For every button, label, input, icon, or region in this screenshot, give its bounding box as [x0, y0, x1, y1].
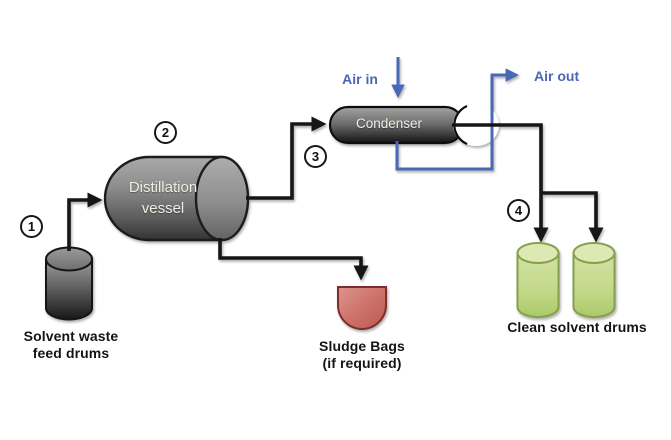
distillation-vessel-label-line2: vessel [141, 200, 185, 217]
sludge-bags-caption: Sludge Bags (if required) [292, 338, 432, 371]
air-in-label: Air in [342, 71, 378, 87]
distillation-vessel-label-line1: Distillation [128, 179, 198, 196]
sludge-bag-shape [337, 286, 387, 330]
condenser-label: Condenser [355, 116, 423, 131]
feed-to-vessel-arrow [67, 192, 103, 251]
step-4-badge: 4 [507, 199, 530, 222]
air-flow-connectors [391, 57, 520, 171]
branch-to-right-drum-arrow [541, 191, 604, 243]
solvent-waste-drum-shape [45, 246, 93, 321]
step-2-badge: 2 [154, 121, 177, 144]
clean-solvent-drums-caption: Clean solvent drums [507, 319, 647, 335]
sludge-bags-caption-line1: Sludge Bags [319, 338, 405, 354]
vessel-to-condenser-arrow [246, 116, 327, 200]
distillation-vessel-shape [103, 155, 250, 242]
process-connectors [67, 116, 604, 281]
solvent-waste-caption-line1: Solvent waste [23, 328, 119, 344]
vessel-to-sludge-arrow [218, 238, 369, 281]
step-3-badge: 3 [304, 145, 327, 168]
distillation-vessel-label: Distillation vessel [103, 177, 223, 219]
sludge-bags-caption-line2: (if required) [322, 354, 402, 371]
solvent-waste-drums-caption: Solvent waste feed drums [6, 328, 136, 361]
clean-solvent-drum-right-shape [572, 242, 616, 318]
step-1-badge: 1 [20, 215, 43, 238]
air-out-path [395, 68, 520, 171]
condenser-to-left-drum-arrow [452, 123, 549, 243]
air-out-label: Air out [534, 68, 580, 84]
solvent-waste-caption-line2: feed drums [32, 344, 110, 361]
clean-solvent-drum-left-shape [516, 242, 560, 318]
